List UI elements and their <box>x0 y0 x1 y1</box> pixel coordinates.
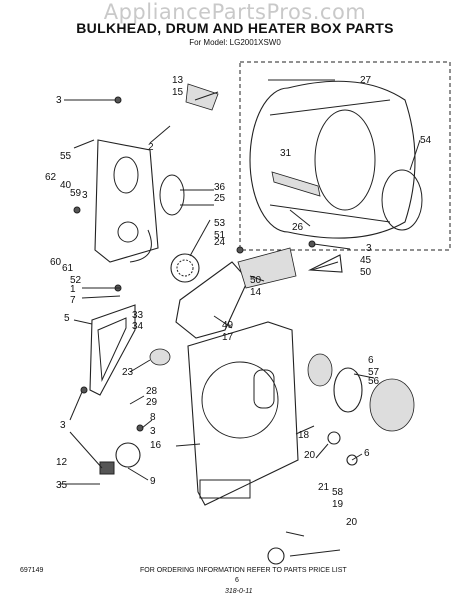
callout-56: 56 <box>368 376 380 387</box>
callout-17: 17 <box>222 332 234 343</box>
callout-59: 59 <box>70 188 82 199</box>
callout-31: 31 <box>280 148 292 159</box>
motor-part <box>99 442 141 475</box>
door-catch-part <box>307 353 333 387</box>
door-seal-part <box>333 367 363 413</box>
screw-part <box>73 206 81 214</box>
diagram-title: BULKHEAD, DRUM AND HEATER BOX PARTS <box>76 20 394 36</box>
callout-53: 53 <box>214 218 226 229</box>
callout-45: 45 <box>360 255 372 266</box>
callout-3: 3 <box>150 426 156 437</box>
heater-bracket-part <box>185 83 219 111</box>
callout-8: 8 <box>150 412 156 423</box>
footer-note: FOR ORDERING INFORMATION REFER TO PARTS … <box>140 567 347 574</box>
callout-40: 40 <box>60 180 72 191</box>
callout-60: 60 <box>50 257 62 268</box>
callout-54: 54 <box>420 135 432 146</box>
callout-25: 25 <box>214 193 226 204</box>
callout-52: 52 <box>70 275 82 286</box>
callout-19: 19 <box>332 499 344 510</box>
callout-51: 51 <box>214 230 226 241</box>
callout-50: 50 <box>250 275 262 286</box>
callout-3: 3 <box>82 190 88 201</box>
drum-baffle-part <box>271 171 321 197</box>
callout-15: 15 <box>172 87 184 98</box>
callout-21: 21 <box>318 482 330 493</box>
callout-9: 9 <box>150 476 156 487</box>
callout-26: 26 <box>292 222 304 233</box>
lint-screen-part <box>369 378 415 432</box>
footer-handwritten: 318-0-11 <box>225 588 253 595</box>
callout-61: 61 <box>62 263 74 274</box>
callout-24: 24 <box>214 237 226 248</box>
callout-57: 57 <box>368 367 380 378</box>
callout-16: 16 <box>150 440 162 451</box>
callout-20: 20 <box>346 517 358 528</box>
callout-12: 12 <box>56 457 68 468</box>
callout-58: 58 <box>332 487 344 498</box>
roller-part <box>327 431 341 445</box>
callout-36: 36 <box>214 182 226 193</box>
callout-34: 34 <box>132 321 144 332</box>
callout-6: 6 <box>368 355 374 366</box>
callout-28: 28 <box>146 386 158 397</box>
callout-3: 3 <box>366 243 372 254</box>
callout-50: 50 <box>360 267 372 278</box>
callout-55: 55 <box>60 151 72 162</box>
heater-duct-part <box>237 247 297 289</box>
screw-part <box>236 246 244 254</box>
footer-code: 697149 <box>20 567 44 574</box>
screw-part <box>80 386 88 394</box>
callout-49: 49 <box>222 320 234 331</box>
rear-bulkhead-part <box>94 139 159 263</box>
blower-wheel-part <box>170 253 200 283</box>
callout-18: 18 <box>298 430 310 441</box>
callout-62: 62 <box>45 172 57 183</box>
callout-20: 20 <box>304 450 316 461</box>
front-bulkhead-part <box>187 321 299 506</box>
callout-1: 1 <box>70 284 76 295</box>
lint-grille-part <box>149 348 171 366</box>
drum-seal-part <box>381 169 423 231</box>
callout-3: 3 <box>60 420 66 431</box>
belt-part <box>89 304 136 396</box>
callout-29: 29 <box>146 397 158 408</box>
drum-part <box>249 80 416 239</box>
callout-27: 27 <box>360 75 372 86</box>
callout-35: 35 <box>56 480 68 491</box>
rear-seal-part <box>159 174 185 216</box>
model-subtitle: For Model: LG2001XSW0 <box>189 38 281 47</box>
support-roller-part <box>267 547 285 565</box>
watermark: AppliancePartsPros.com <box>103 0 367 24</box>
callout-33: 33 <box>132 310 144 321</box>
callout-7: 7 <box>70 295 76 306</box>
callout-3: 3 <box>56 95 62 106</box>
blower-housing-part <box>175 261 249 339</box>
screw-part <box>136 424 144 432</box>
callout-13: 13 <box>172 75 184 86</box>
callout-23: 23 <box>122 367 134 378</box>
footer-page: 6 <box>235 577 239 584</box>
callout-14: 14 <box>250 287 262 298</box>
callout-5: 5 <box>64 313 70 324</box>
callout-2: 2 <box>148 142 154 153</box>
drum-group-box <box>239 61 451 251</box>
callout-6: 6 <box>364 448 370 459</box>
felt-seal-part <box>129 229 152 263</box>
